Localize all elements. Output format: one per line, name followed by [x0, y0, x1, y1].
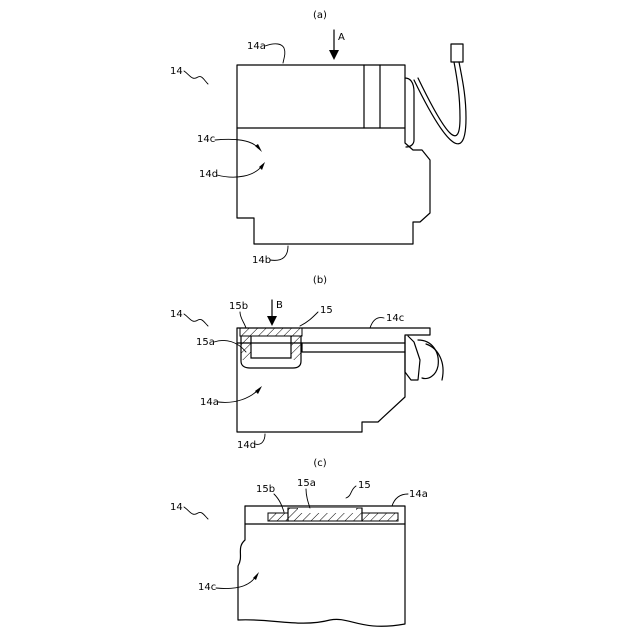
label-15b-c: 15b: [256, 484, 275, 495]
label-14d-b: 14d: [237, 440, 256, 451]
hook-inner-b: [251, 336, 291, 358]
label-layer-15a-c: [298, 508, 356, 513]
leader-14b-a: [270, 246, 288, 260]
arrow-a-head: [329, 50, 339, 60]
leader-14c-a-head: [255, 144, 262, 152]
label-strip-b: [240, 328, 302, 336]
figure-c: (c) 14 15b 15a 15 14a 14c: [170, 458, 428, 626]
leader-15b-c: [274, 494, 284, 512]
leader-14d-a: [217, 166, 262, 177]
figure-b: (b) B 14 15b 15 14c 15a 14a: [170, 275, 443, 451]
label-arrow-a: A: [338, 32, 345, 43]
label-14a-b: 14a: [200, 397, 219, 408]
leader-15-c: [346, 486, 356, 498]
label-14b-a: 14b: [252, 255, 271, 266]
label-15-c: 15: [358, 480, 371, 491]
leader-15-b: [300, 312, 318, 326]
leader-14a-b-head: [255, 386, 262, 394]
hook-hatch-right: [291, 336, 301, 360]
leader-14-a: [184, 71, 208, 84]
figure-a: (a) A 14 14a 14c 14d 14b: [170, 10, 466, 266]
label-15-b: 15: [320, 305, 333, 316]
side-lug-a: [405, 78, 414, 147]
side-clip-ring-b: [418, 340, 438, 379]
leader-15b-b: [240, 312, 246, 328]
leader-14a-a: [265, 44, 285, 63]
label-14-c: 14: [170, 502, 183, 513]
leader-14-b: [184, 314, 208, 326]
label-14d-a: 14d: [199, 169, 218, 180]
label-15b-b: 15b: [229, 301, 248, 312]
label-14c-c: 14c: [198, 582, 216, 593]
caption-a: (a): [313, 10, 327, 21]
label-15a-b: 15a: [196, 337, 215, 348]
leader-14c-b: [370, 318, 384, 328]
leader-14c-c: [216, 576, 256, 589]
caption-c: (c): [313, 458, 326, 469]
leader-14-c: [184, 507, 208, 519]
label-14-a: 14: [170, 66, 183, 77]
side-clip-b: [405, 336, 420, 380]
leader-14a-c: [392, 494, 408, 506]
body-b: [237, 343, 405, 432]
leader-14a-b: [218, 390, 258, 402]
recess-step-b: [302, 343, 405, 352]
casing-body-a: [237, 65, 430, 244]
label-14a-c: 14a: [409, 489, 428, 500]
leader-15a-c: [306, 489, 310, 508]
connector-plug: [451, 44, 463, 62]
caption-b: (b): [313, 275, 327, 286]
label-arrow-b: B: [276, 300, 283, 311]
label-14c-b: 14c: [386, 313, 404, 324]
label-14c-a: 14c: [197, 134, 215, 145]
label-14a-a: 14a: [247, 41, 266, 52]
arrow-b-head: [267, 316, 277, 326]
label-14-b: 14: [170, 309, 183, 320]
leader-14d-b: [255, 434, 265, 444]
label-15a-c: 15a: [297, 478, 316, 489]
